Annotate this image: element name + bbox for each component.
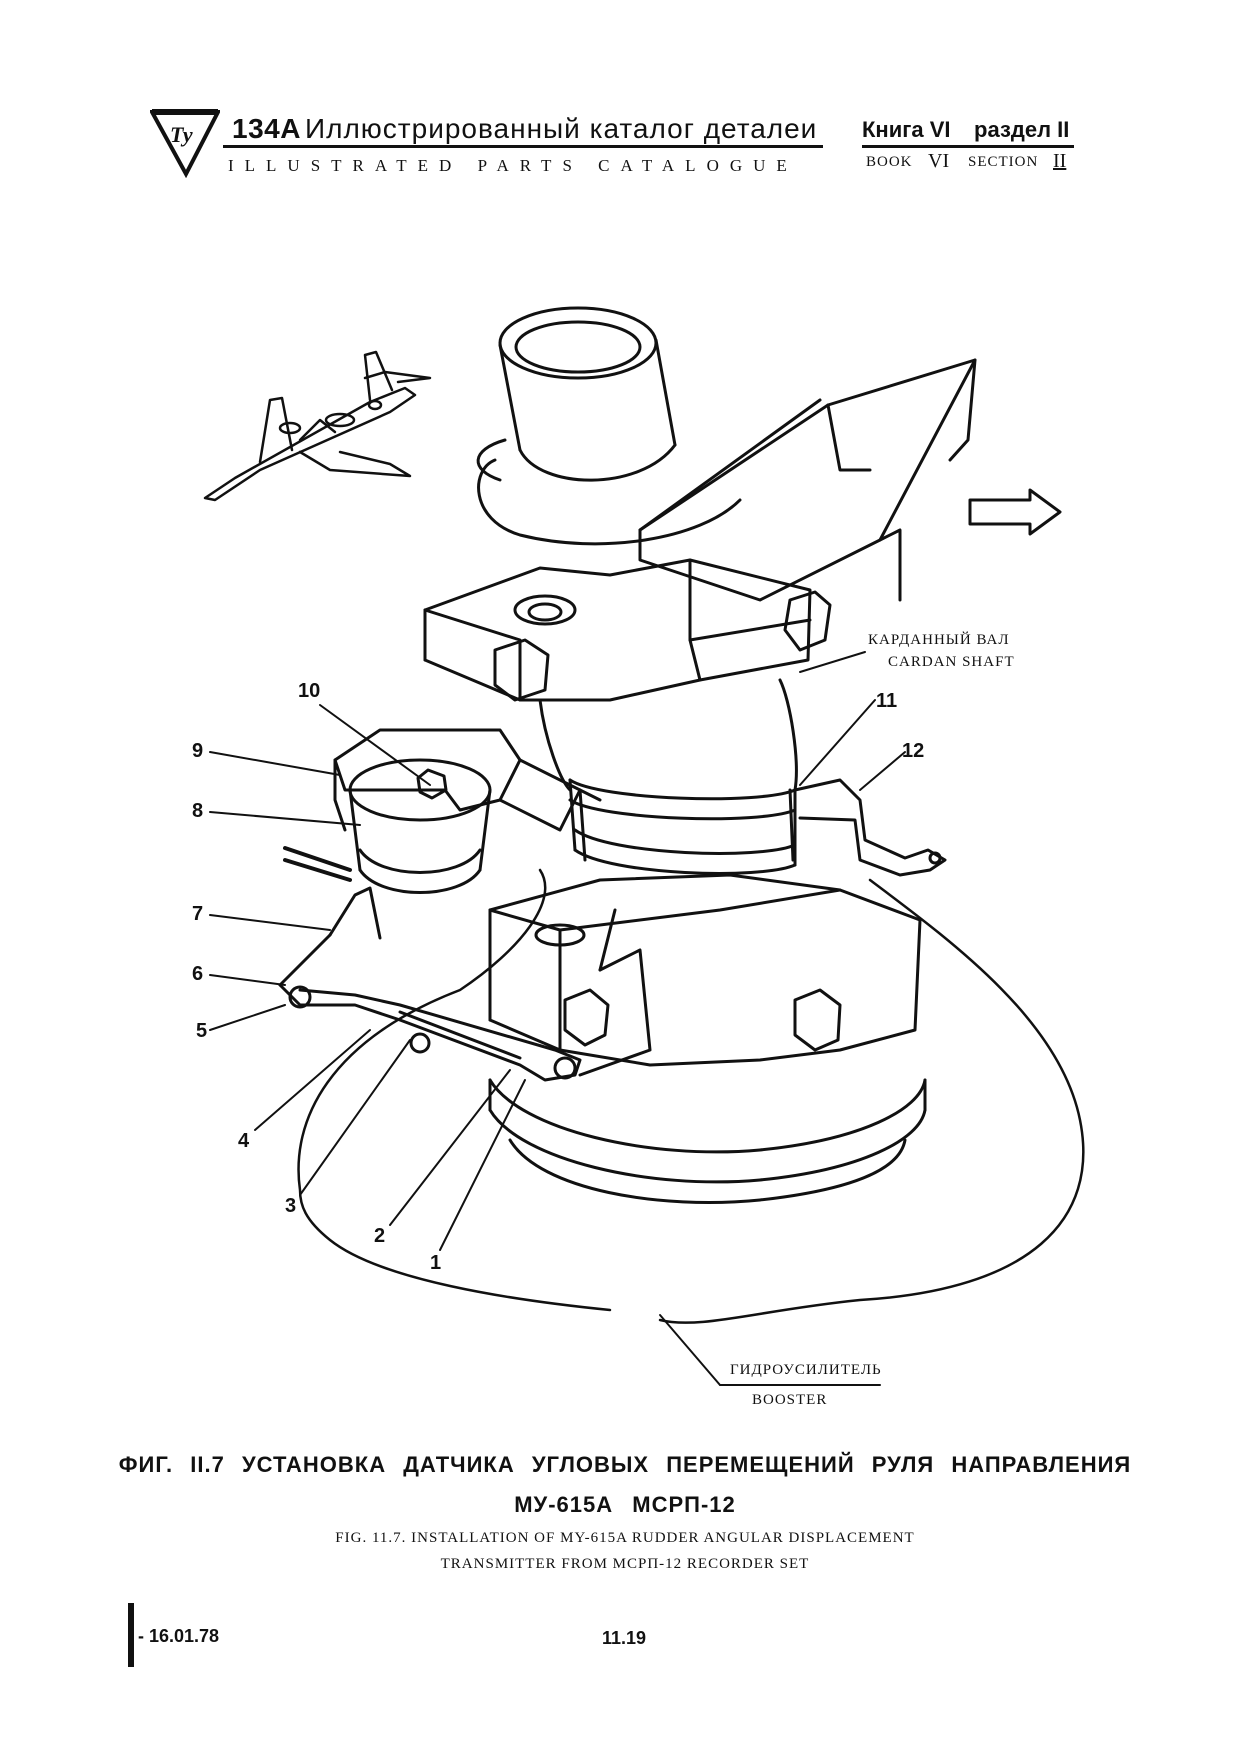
direction-arrow-icon xyxy=(968,488,1062,536)
figure-caption-ru-sub: МУ-615А МСРП-12 xyxy=(514,1492,736,1517)
header-rule-right xyxy=(862,145,1074,148)
catalog-title-ru: Иллюстрированный каталог деталеи xyxy=(305,113,818,144)
figure-caption-en: FIG. 11.7. INSTALLATION OF MY-615A RUDDE… xyxy=(335,1530,915,1546)
aircraft-icon xyxy=(203,350,432,502)
cardan-shaft-label-en: CARDAN SHAFT xyxy=(888,654,1015,670)
upper-yoke xyxy=(423,558,832,702)
callout-10: 10 xyxy=(298,680,321,702)
section-number: II xyxy=(1053,150,1067,172)
callout-1: 1 xyxy=(430,1252,442,1274)
catalog-title-en: ILLUSTRATED PARTS CATALOGUE xyxy=(228,156,798,175)
callout-9: 9 xyxy=(192,740,204,762)
book-number: VI xyxy=(928,150,950,172)
tu-logo: Ту xyxy=(150,109,220,178)
bracket-12 xyxy=(793,778,947,877)
callout-8: 8 xyxy=(192,800,204,822)
figure-caption-ru: ФИГ. II.7 УСТАНОВКА ДАТЧИКА УГЛОВЫХ ПЕРЕ… xyxy=(118,1452,1132,1477)
link-rod xyxy=(278,886,652,1082)
clamp-ring xyxy=(568,778,797,875)
callout-5: 5 xyxy=(196,1020,208,1042)
book-label-ru: Книга VI xyxy=(862,117,951,142)
booster-label-en: BOOSTER xyxy=(752,1392,828,1408)
page-number: 11.19 xyxy=(602,1628,647,1648)
leader-lines xyxy=(209,651,906,1386)
callout-3: 3 xyxy=(285,1195,297,1217)
figure-caption-en-sub: TRANSMITTER FROM MCPП-12 RECORDER SET xyxy=(440,1556,810,1572)
booster-outline xyxy=(297,868,1085,1324)
header-rule xyxy=(223,145,823,148)
section-label-en: SECTION xyxy=(968,154,1039,170)
booster-label-ru: ГИДРОУСИЛИТЕЛЬ xyxy=(730,1362,882,1378)
revision-date: - 16.01.78 xyxy=(138,1626,220,1646)
wedge-bracket xyxy=(638,358,977,602)
callout-12: 12 xyxy=(902,740,925,762)
shaft-tube xyxy=(498,306,677,482)
transmitter xyxy=(283,758,492,894)
book-label-en: BOOK xyxy=(866,154,913,170)
cardan-shaft-label-ru: КАРДАННЫЙ ВАЛ xyxy=(868,632,1010,648)
callout-6: 6 xyxy=(192,963,204,985)
base-cylinder xyxy=(488,1078,927,1204)
callout-7: 7 xyxy=(192,903,204,925)
revision-bar xyxy=(128,1603,134,1667)
callout-11: 11 xyxy=(876,690,898,712)
svg-text:Ту: Ту xyxy=(170,122,193,147)
callout-2: 2 xyxy=(374,1225,386,1247)
model-number: 134A xyxy=(232,113,301,144)
callout-4: 4 xyxy=(238,1130,250,1152)
section-label-ru: раздел II xyxy=(974,117,1070,142)
lower-yoke xyxy=(488,873,922,1067)
